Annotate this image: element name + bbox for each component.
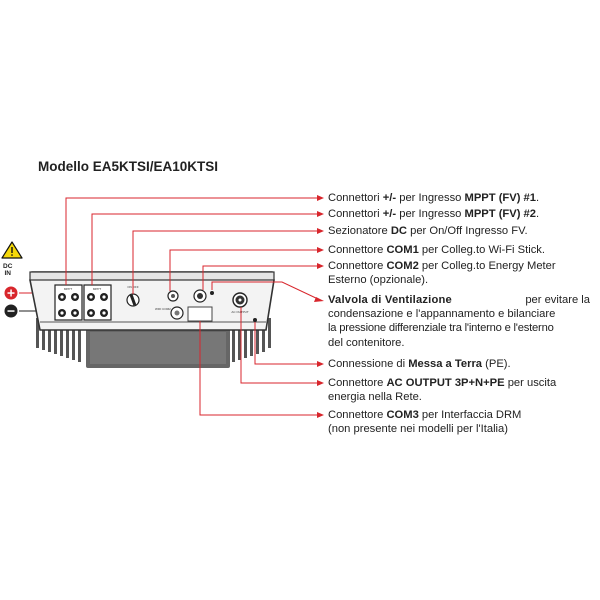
com2-port bbox=[187, 289, 214, 322]
callout-valve: Valvola di Ventilazione per evitare la c… bbox=[328, 293, 590, 350]
callout-valve-line3: la pressione differenziale tra l'interno… bbox=[328, 322, 554, 335]
mppt2-text: MPPT bbox=[93, 287, 102, 291]
ac-output-connector: AC OUTPUT bbox=[231, 292, 257, 322]
callout-ac-output: Connettore AC OUTPUT 3P+N+PE per uscita … bbox=[328, 376, 598, 404]
callout-ac-line1: Connettore AC OUTPUT 3P+N+PE per uscita bbox=[328, 377, 557, 389]
warning-icon bbox=[1, 241, 23, 259]
callout-com2-line2: Esterno (opzionale). bbox=[328, 274, 429, 287]
callout-com3-line1: Connettore COM3 per Interfaccia DRM bbox=[328, 409, 522, 421]
dc-plus-icon bbox=[4, 286, 18, 300]
callout-mppt1-text: Connettori +/- per Ingresso MPPT (FV) #1… bbox=[328, 192, 540, 204]
dc-in-line1: DC bbox=[3, 263, 13, 270]
mppt2-connector: MPPT bbox=[83, 284, 112, 321]
mppt1-connector: MPPT bbox=[54, 284, 83, 321]
callout-valve-line1: Valvola di Ventilazione per evitare la bbox=[328, 294, 590, 306]
ac-output-text: AC OUTPUT bbox=[231, 310, 249, 314]
callout-com1-text: Connettore COM1 per Colleg.to Wi-Fi Stic… bbox=[328, 244, 545, 256]
com-port-text: WIFI COM2 bbox=[155, 307, 171, 311]
leader-lines bbox=[65, 197, 319, 416]
dc-in-label: DC IN bbox=[3, 263, 12, 277]
callout-valve-line2: condensazione e l'appannamento e bilanci… bbox=[328, 308, 556, 321]
callout-com3: Connettore COM3 per Interfaccia DRM (non… bbox=[328, 408, 598, 436]
callout-dc-switch: Sezionatore DC per On/Off Ingresso FV. bbox=[328, 224, 598, 238]
com1-port: WIFI COM2 bbox=[155, 290, 184, 320]
model-title: Modello EA5KTSI/EA10KTSI bbox=[38, 159, 219, 174]
callout-pe-text: Connessione di Messa a Terra (PE). bbox=[328, 358, 511, 370]
callout-mppt1: Connettori +/- per Ingresso MPPT (FV) #1… bbox=[328, 191, 598, 205]
callout-com1: Connettore COM1 per Colleg.to Wi-Fi Stic… bbox=[328, 243, 598, 257]
dc-minus-icon bbox=[4, 304, 18, 318]
dc-in-line2: IN bbox=[4, 270, 11, 277]
callout-ac-line2: energia nella Rete. bbox=[328, 391, 422, 404]
callout-com3-line2: (non presente nei modelli per l'Italia) bbox=[328, 423, 508, 436]
callout-mppt2-text: Connettori +/- per Ingresso MPPT (FV) #2… bbox=[328, 208, 540, 220]
callout-mppt2: Connettori +/- per Ingresso MPPT (FV) #2… bbox=[328, 207, 598, 221]
callout-com2-line1: Connettore COM2 per Colleg.to Energy Met… bbox=[328, 260, 556, 272]
mppt1-text: MPPT bbox=[64, 287, 73, 291]
callout-com2: Connettore COM2 per Colleg.to Energy Met… bbox=[328, 259, 598, 287]
callout-valve-line4: del contenitore. bbox=[328, 336, 405, 349]
callout-dc-text: Sezionatore DC per On/Off Ingresso FV. bbox=[328, 225, 528, 237]
callout-pe: Connessione di Messa a Terra (PE). bbox=[328, 357, 598, 371]
leader-arrowheads bbox=[314, 195, 324, 418]
